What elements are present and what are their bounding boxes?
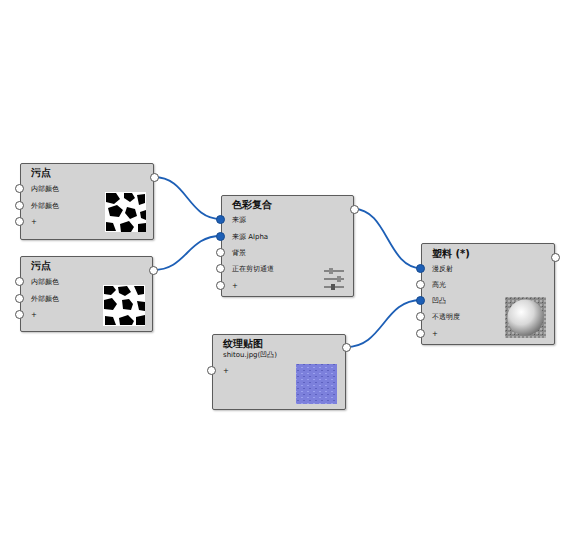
socket-label: 内部颜色	[31, 276, 59, 288]
socket-label: 凹凸	[432, 295, 446, 307]
connection-wire	[346, 300, 421, 347]
connection-wire	[354, 209, 421, 268]
input-socket	[207, 366, 216, 375]
node-title: 色彩复合	[232, 199, 272, 211]
input-socket	[416, 280, 425, 289]
node-title: 污点	[31, 260, 51, 272]
input-socket	[216, 264, 225, 273]
material-node: 色彩复合来源来源 Alpha 背景正在剪切通道 +	[221, 195, 354, 297]
socket-label: shitou.jpg(凹凸)	[223, 349, 277, 361]
socket-label: 漫反射	[432, 263, 453, 275]
socket-label: +	[31, 309, 37, 321]
input-socket	[15, 184, 24, 193]
output-socket	[149, 266, 158, 275]
socket-label: 不透明度	[432, 311, 460, 323]
socket-label: 外部颜色	[31, 293, 59, 305]
input-socket	[216, 281, 225, 290]
input-socket	[216, 248, 225, 257]
material-node: 塑料 (*) 漫反射高光凹凸不透明度 +	[421, 243, 555, 345]
input-socket	[216, 215, 225, 224]
output-socket	[150, 173, 159, 182]
connection-wire	[154, 177, 221, 219]
socket-label: 内部颜色	[31, 183, 59, 195]
material-preview	[505, 297, 546, 338]
material-node: 污点内部颜色外部颜色 +	[20, 163, 154, 240]
input-socket	[15, 294, 24, 303]
input-socket	[15, 310, 24, 319]
input-socket	[416, 296, 425, 305]
socket-label: +	[31, 216, 37, 228]
socket-label: 背景	[232, 247, 246, 259]
socket-label: +	[223, 365, 229, 377]
input-socket	[416, 312, 425, 321]
input-socket	[15, 277, 24, 286]
input-socket	[416, 329, 425, 338]
connection-wire	[153, 236, 221, 270]
slider-icon	[324, 268, 344, 290]
input-socket	[15, 217, 24, 226]
socket-label: 来源	[232, 214, 246, 226]
node-title: 污点	[31, 167, 51, 179]
output-socket	[551, 253, 560, 262]
socket-label: 高光	[432, 279, 446, 291]
input-socket	[216, 232, 225, 241]
node-title: 纹理贴图	[223, 338, 263, 350]
socket-label: +	[432, 328, 438, 340]
bump-thumbnail	[296, 364, 337, 404]
socket-label: 来源 Alpha	[232, 231, 268, 243]
node-title: 塑料 (*)	[432, 248, 470, 260]
noise-thumbnail	[103, 285, 145, 326]
socket-label: 外部颜色	[31, 200, 59, 212]
socket-label: +	[232, 280, 238, 292]
input-socket	[416, 264, 425, 273]
output-socket	[350, 205, 359, 214]
material-node: 纹理贴图shitou.jpg(凹凸) +	[212, 334, 346, 410]
output-socket	[342, 343, 351, 352]
material-node: 污点内部颜色外部颜色 +	[20, 256, 153, 332]
noise-thumbnail	[105, 192, 146, 232]
input-socket	[15, 201, 24, 210]
socket-label: 正在剪切通道	[232, 263, 274, 275]
